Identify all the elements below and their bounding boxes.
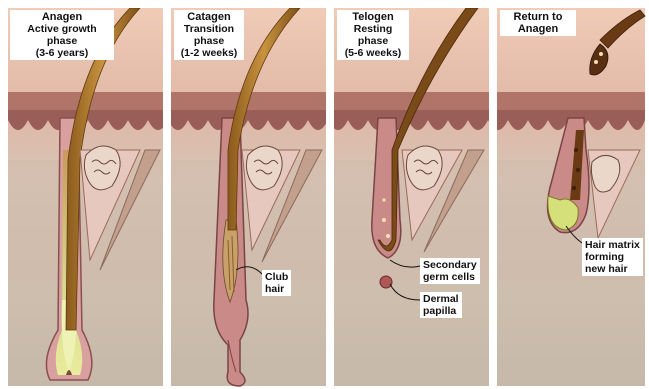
label-return-to-anagen: Return to Anagen: [500, 10, 576, 36]
stage-description: (3-6 years): [13, 47, 111, 59]
callout-line: forming: [585, 251, 640, 263]
callout-line: new hair: [585, 263, 640, 275]
stage-description: Resting: [340, 23, 406, 35]
callout-line: Dermal: [423, 293, 459, 305]
stage-description: phase: [177, 35, 241, 47]
stage-description: Transition: [177, 23, 241, 35]
stage-title: Anagen: [13, 11, 111, 23]
callout-line: Secondary: [423, 259, 477, 271]
label-catagen: Catagen Transition phase (1-2 weeks): [174, 10, 244, 60]
stage-description: phase: [340, 35, 406, 47]
callout-secondary-germ-cells: Secondary germ cells: [420, 258, 480, 284]
stage-title: Return to Anagen: [508, 11, 568, 35]
label-anagen: Anagen Active growth phase (3-6 years): [10, 10, 114, 60]
callout-hair-matrix: Hair matrix forming new hair: [582, 238, 643, 276]
callout-line: Hair matrix: [585, 239, 640, 251]
stage-description: (1-2 weeks): [177, 47, 241, 59]
stage-description: phase: [13, 35, 111, 47]
callout-line: germ cells: [423, 271, 477, 283]
stage-title: Catagen: [177, 11, 241, 23]
stage-description: Active growth: [13, 23, 111, 35]
stage-description: (5-6 weeks): [340, 47, 406, 59]
dermal-papilla-mark: [380, 276, 392, 288]
stage-title: Telogen: [340, 11, 406, 23]
callout-line: papilla: [423, 305, 459, 317]
callout-club-hair: Club hair: [262, 270, 291, 296]
label-telogen: Telogen Resting phase (5-6 weeks): [337, 10, 409, 60]
callout-dermal-papilla: Dermal papilla: [420, 292, 462, 318]
callout-line: Club: [265, 271, 288, 283]
callout-line: hair: [265, 283, 288, 295]
